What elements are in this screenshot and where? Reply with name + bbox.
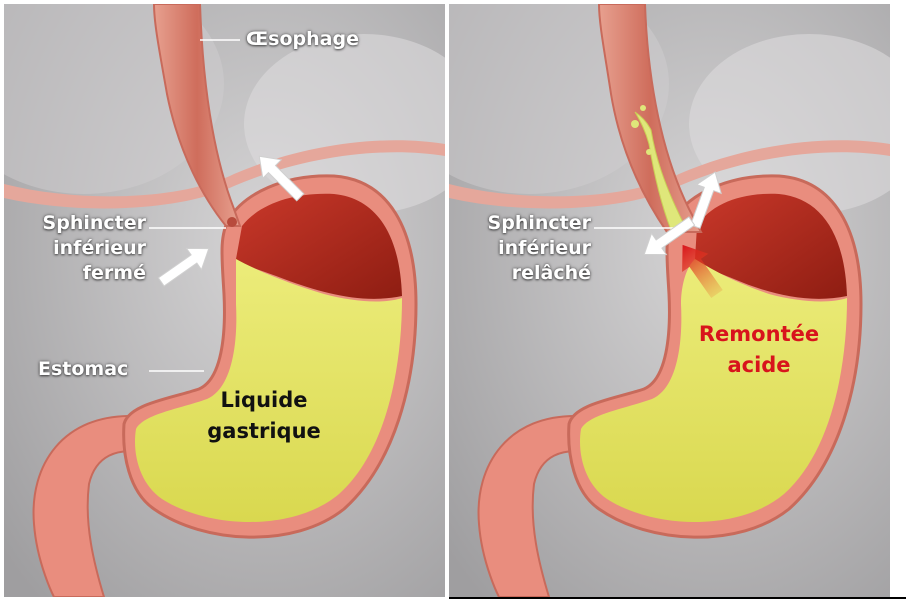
gastric-liquid bbox=[580, 259, 847, 523]
closed-stomach-illustration bbox=[4, 4, 445, 597]
oesophagus bbox=[597, 4, 703, 233]
red-arrow-icon bbox=[682, 244, 723, 299]
reflux-stomach-illustration bbox=[449, 4, 890, 597]
acid-reflux-label: Remontée acide bbox=[698, 322, 820, 377]
white-arrow-icon bbox=[258, 155, 305, 202]
closed-sphincter-panel: Œsophage Sphincter inférieur fermé Estom… bbox=[4, 4, 445, 597]
stomach-mucosa bbox=[695, 193, 847, 299]
sphincter-relaxed-label: Sphincter inférieur relâché bbox=[487, 212, 591, 284]
gastric-liquid bbox=[135, 259, 402, 523]
divider-line bbox=[449, 597, 906, 599]
acid-reflux-splash bbox=[634, 111, 688, 231]
duodenum bbox=[477, 414, 586, 597]
diaphragm bbox=[4, 140, 445, 209]
white-arrow-icon bbox=[643, 216, 696, 256]
oesophagus bbox=[152, 4, 242, 227]
oesophagus-label: Œsophage bbox=[246, 28, 359, 50]
duodenum bbox=[32, 414, 141, 597]
gastric-liquid-label: Liquide gastrique bbox=[207, 388, 321, 443]
closed-sphincter bbox=[227, 217, 237, 227]
white-arrow-icon bbox=[157, 247, 210, 287]
diaphragm bbox=[449, 140, 890, 209]
stomach-label: Estomac bbox=[38, 358, 129, 380]
sphincter-closed-label: Sphincter inférieur fermé bbox=[42, 212, 146, 284]
relaxed-sphincter-panel: Sphincter inférieur relâché Remontée aci… bbox=[449, 4, 890, 597]
white-arrow-icon bbox=[689, 171, 722, 229]
stomach-mucosa bbox=[236, 193, 402, 299]
